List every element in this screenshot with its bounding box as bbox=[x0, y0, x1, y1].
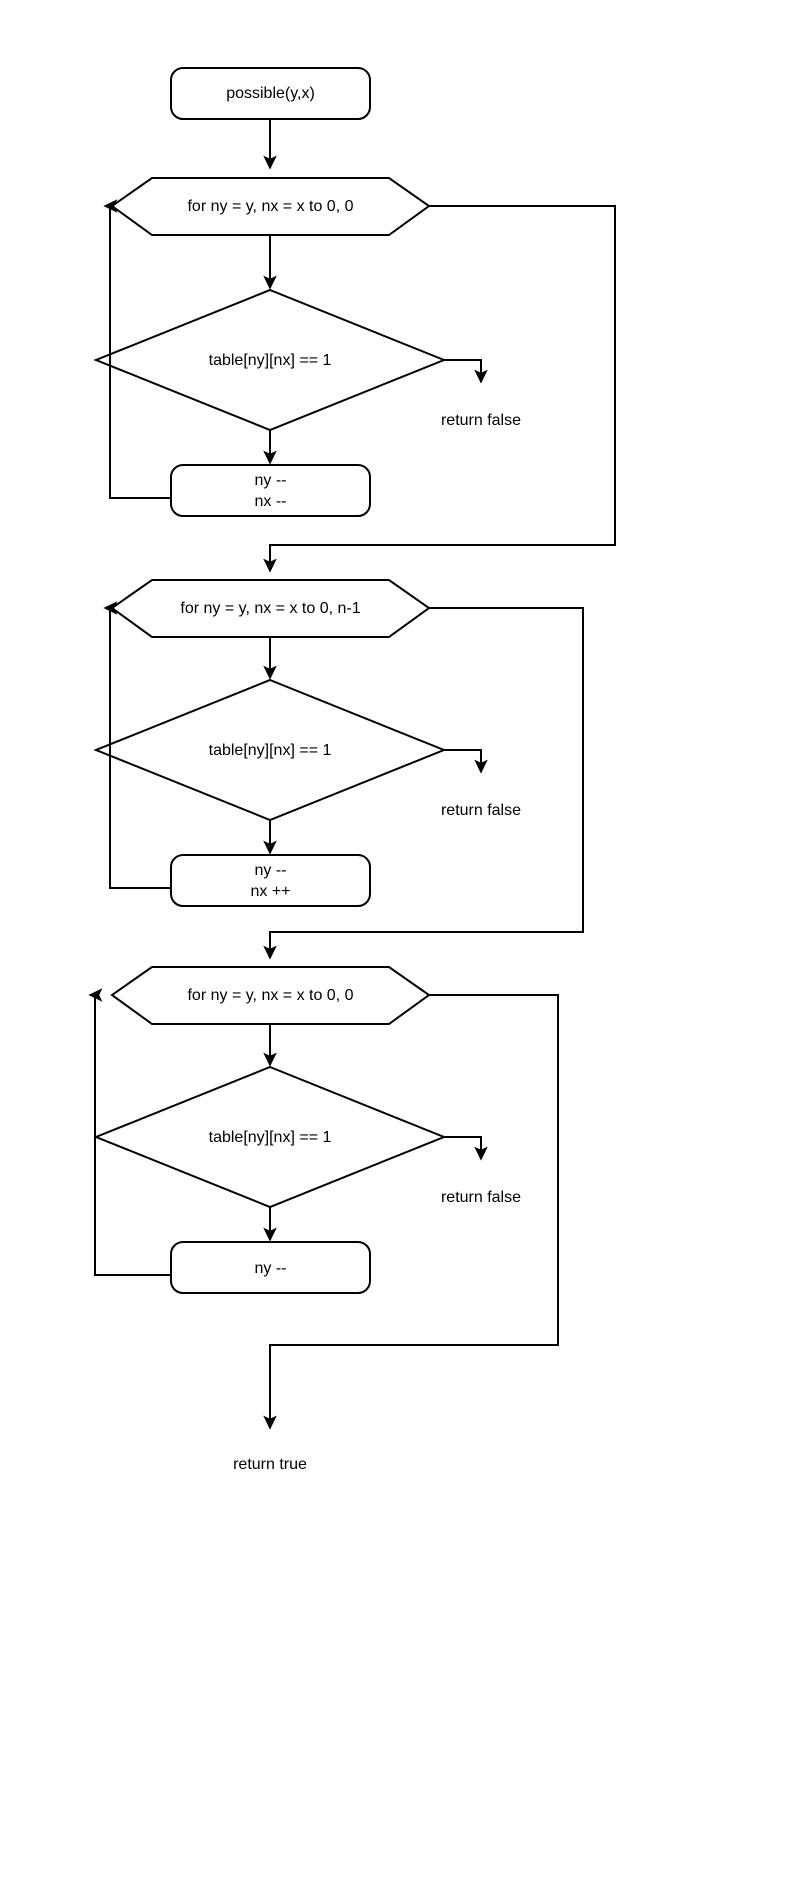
return-true-node[interactable] bbox=[170, 1449, 370, 1475]
process3-node[interactable] bbox=[171, 1242, 370, 1293]
connector-decision3-to-return-false bbox=[444, 1136, 488, 1161]
connector-process2-loopback bbox=[103, 601, 171, 889]
process2-node-shape bbox=[170, 854, 371, 907]
connector-loop2-exit-to-loop3 bbox=[263, 607, 584, 960]
connector-process3-loopback bbox=[88, 988, 171, 1276]
process2-node[interactable] bbox=[171, 855, 370, 906]
return-false-2-node[interactable] bbox=[381, 795, 581, 821]
connector-loop1-exit-to-loop2 bbox=[263, 205, 616, 573]
loop3-node[interactable] bbox=[112, 967, 429, 1024]
return-false-3-node[interactable] bbox=[381, 1182, 581, 1208]
connector-decision1-to-return-false bbox=[444, 359, 488, 384]
loop1-node[interactable] bbox=[112, 178, 429, 235]
process3-node-shape bbox=[170, 1241, 371, 1294]
return-false-1-node[interactable] bbox=[381, 405, 581, 431]
process1-node[interactable] bbox=[171, 465, 370, 516]
loop2-node[interactable] bbox=[112, 580, 429, 637]
loop3-node-shape bbox=[110, 966, 431, 1025]
connector-process1-loopback bbox=[103, 199, 171, 499]
connector-loop3-exit-to-return-true bbox=[263, 994, 559, 1430]
process1-node-shape bbox=[170, 464, 371, 517]
connector-decision2-to-return-false bbox=[444, 749, 488, 774]
start-node[interactable] bbox=[171, 68, 370, 119]
